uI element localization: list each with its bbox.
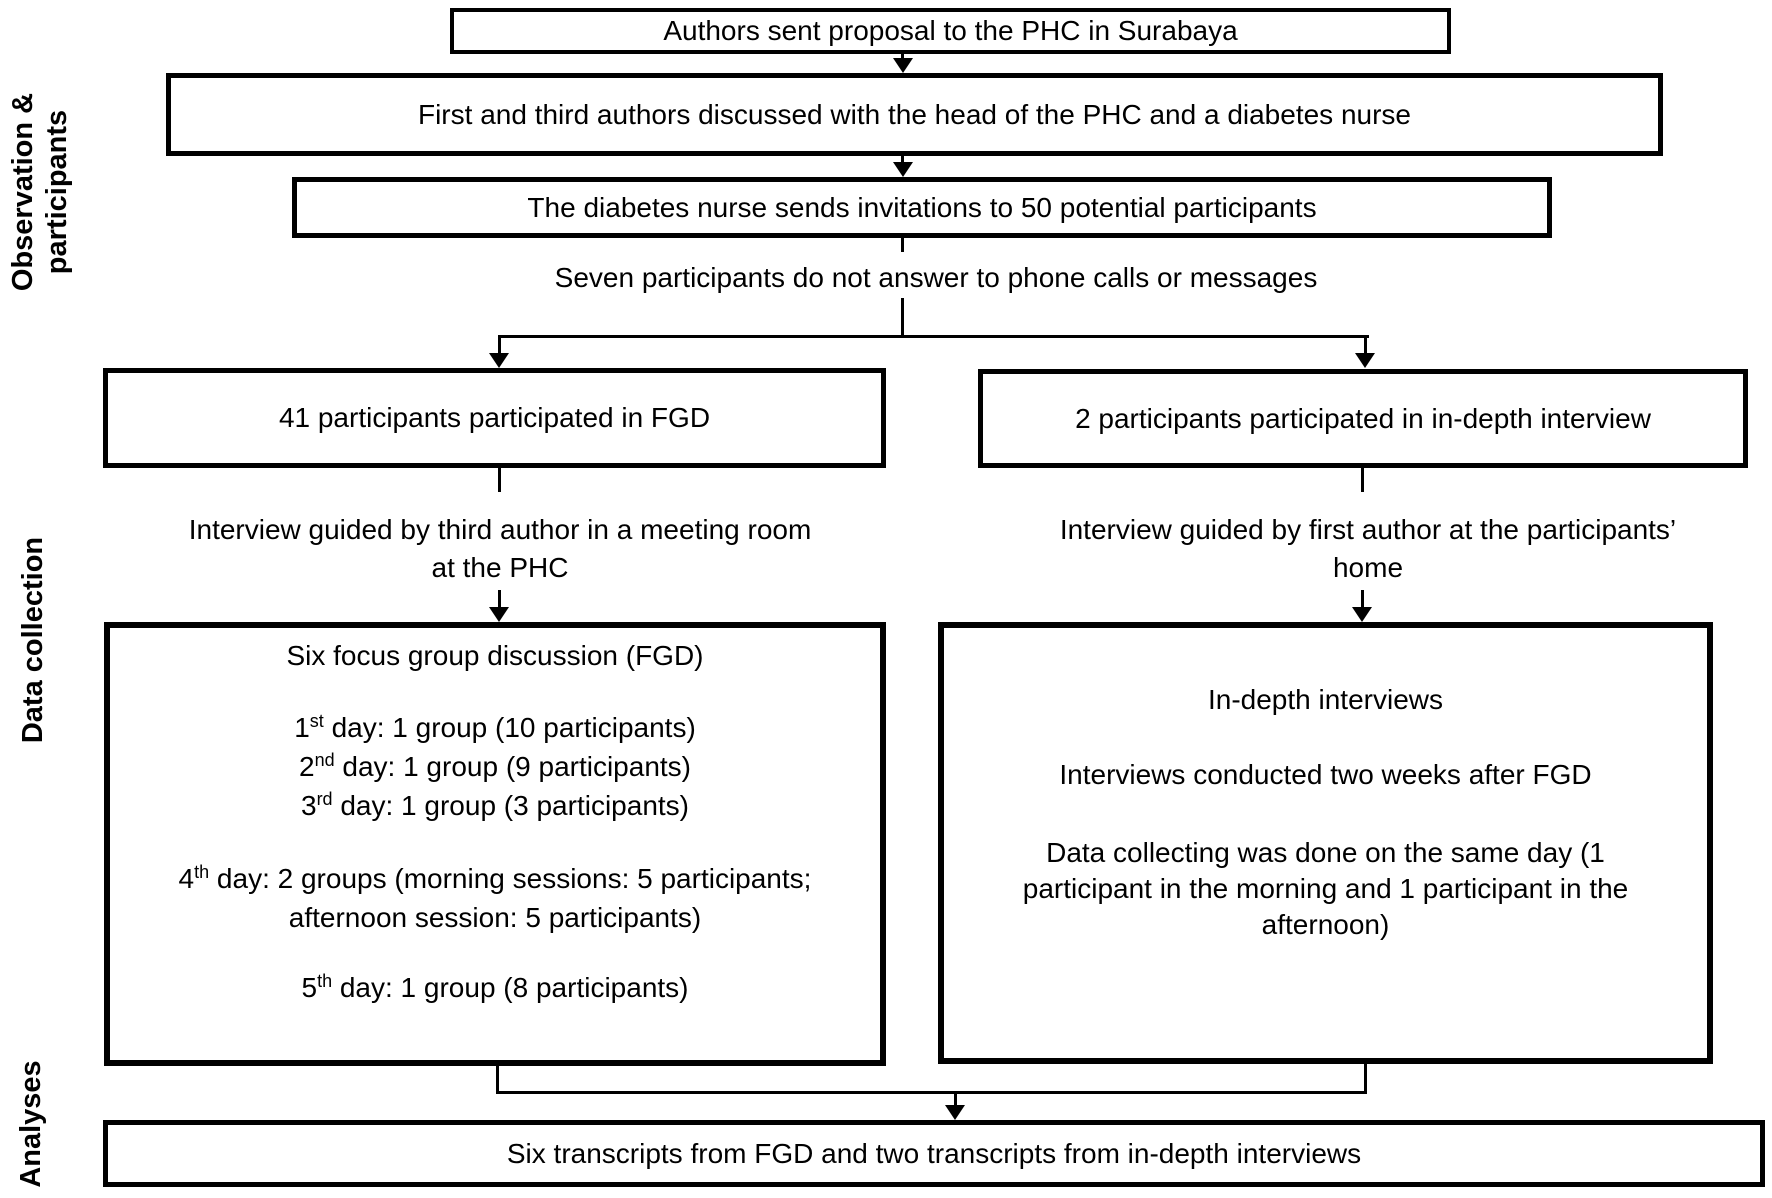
fgd-detail-title: Six focus group discussion (FGD) [286, 640, 704, 671]
interview-caption: Interview guided by first author at the … [985, 511, 1751, 587]
interview-detail-content: In-depth interviews Interviews conducted… [944, 628, 1707, 943]
discussion-box: First and third authors discussed with t… [166, 73, 1663, 156]
section-label-line: Observation & [7, 92, 39, 292]
dropout-note: Seven participants do not answer to phon… [554, 262, 1318, 293]
section-label-analyses: Analyses [15, 1060, 47, 1188]
fgd-day-continuation-line: afternoon session: 5 participants) [288, 902, 702, 933]
interview-detail-box: In-depth interviews Interviews conducted… [938, 622, 1713, 1064]
connector-line [901, 238, 904, 252]
connector-line [1364, 1064, 1367, 1094]
fgd-day-line: 4th day: 2 groups (morning sessions: 5 p… [178, 862, 812, 894]
arrow-down-icon [945, 1105, 965, 1120]
arrow-down-icon [893, 162, 913, 177]
connector-line [496, 1066, 499, 1094]
fgd-caption: Interview guided by third author in a me… [117, 511, 883, 587]
arrow-down-icon [1352, 607, 1372, 622]
section-label-data-collection: Data collection [17, 536, 49, 744]
arrow-down-icon [893, 58, 913, 73]
connector-line [498, 590, 501, 607]
connector-line [901, 54, 904, 60]
connector-line [498, 335, 501, 353]
interview-detail-para: Data collecting was done on the same day… [1022, 837, 1629, 940]
interview-detail-title: In-depth interviews [1207, 684, 1443, 715]
fgd-day-line: 1st day: 1 group (10 participants) [294, 711, 696, 743]
section-label-observation-participants: Observation & participants [6, 93, 74, 291]
fgd-detail-box: Six focus group discussion (FGD) 1st day… [104, 622, 886, 1066]
fgd-day-line: 5th day: 1 group (8 participants) [301, 971, 689, 1003]
proposal-box: Authors sent proposal to the PHC in Sura… [450, 8, 1451, 54]
ordinal-superscript: th [317, 971, 333, 991]
arrow-down-icon [489, 353, 509, 368]
ordinal-superscript: rd [316, 789, 333, 809]
connector-line [499, 335, 1369, 338]
fgd-day-line: 3rd day: 1 group (3 participants) [300, 789, 689, 821]
fgd-detail-content: Six focus group discussion (FGD) 1st day… [110, 628, 880, 1009]
analysis-box: Six transcripts from FGD and two transcr… [103, 1120, 1765, 1187]
fgd-caption-line: Interview guided by third author in a me… [188, 514, 812, 545]
fgd-day-line: 2nd day: 1 group (9 participants) [298, 750, 692, 782]
ordinal-superscript: th [194, 862, 210, 882]
connector-line [901, 156, 904, 163]
arrow-down-icon [1355, 353, 1375, 368]
connector-line [498, 468, 501, 492]
connector-line [1364, 335, 1367, 353]
arrow-down-icon [489, 607, 509, 622]
interview-detail-para: Interviews conducted two weeks after FGD [1059, 759, 1592, 790]
interview-caption-line: Interview guided by first author at the … [1059, 514, 1677, 545]
connector-line [1361, 468, 1364, 492]
connector-line [496, 1091, 1367, 1094]
interview-branch-box: 2 participants participated in in-depth … [978, 369, 1748, 468]
connector-line [901, 298, 904, 337]
invitation-box: The diabetes nurse sends invitations to … [292, 177, 1552, 238]
ordinal-superscript: st [309, 711, 324, 731]
section-label-line: participants [41, 109, 73, 275]
ordinal-superscript: nd [314, 750, 335, 770]
fgd-caption-line: at the PHC [431, 552, 569, 583]
fgd-branch-box: 41 participants participated in FGD [103, 368, 886, 468]
connector-line [1361, 590, 1364, 607]
interview-caption-line: home [1332, 552, 1404, 583]
connector-line [954, 1094, 957, 1107]
